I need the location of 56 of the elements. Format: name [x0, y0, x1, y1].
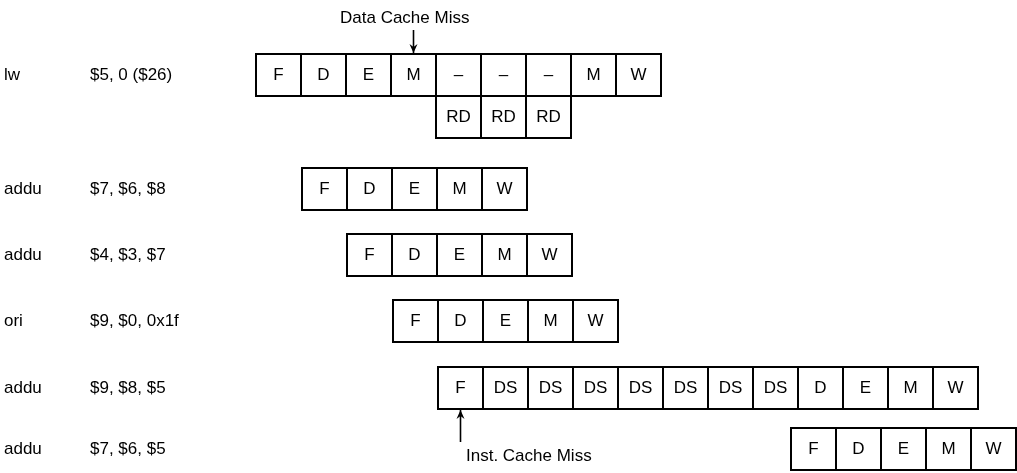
pipeline-stage-cell: M: [481, 233, 528, 277]
annotation-text: Inst. Cache Miss: [466, 444, 636, 468]
pipeline-stage-cell: DS: [572, 366, 619, 410]
instruction-operands: $7, $6, $8: [90, 180, 166, 197]
pipeline-stage-cell: W: [932, 366, 979, 410]
instruction-operands: $7, $6, $5: [90, 440, 166, 457]
pipeline-stage-cell: E: [391, 167, 438, 211]
pipeline-stage-cell: W: [572, 299, 619, 343]
pipeline-stage-cell: M: [436, 167, 483, 211]
pipeline-stage-cell: D: [437, 299, 484, 343]
pipeline-stage-cell: F: [437, 366, 484, 410]
instruction-operands: $5, 0 ($26): [90, 66, 173, 83]
pipeline-stage-cell: F: [790, 427, 837, 471]
pipeline-stage-cell: DS: [752, 366, 799, 410]
pipeline-stage-cell: DS: [482, 366, 529, 410]
pipeline-stage-cell: D: [346, 167, 393, 211]
pipeline-stage-cell: E: [345, 53, 392, 97]
pipeline-stage-cell: F: [255, 53, 302, 97]
instruction-mnemonic: addu: [4, 180, 42, 197]
pipeline-stage-cell: DS: [617, 366, 664, 410]
pipeline-stage-cell: F: [346, 233, 393, 277]
pipeline-stage-cell: W: [970, 427, 1017, 471]
instruction-mnemonic: addu: [4, 246, 42, 263]
pipeline-stage-cell: E: [842, 366, 889, 410]
arrow: [456, 409, 465, 443]
pipeline-stage-cell: D: [300, 53, 347, 97]
pipeline-stage-cell: E: [880, 427, 927, 471]
pipeline-stage-cell: E: [436, 233, 483, 277]
pipeline-stage-cell: M: [887, 366, 934, 410]
pipeline-stage-cell: M: [527, 299, 574, 343]
pipeline-stage-cell: D: [835, 427, 882, 471]
instruction-operands: $4, $3, $7: [90, 246, 166, 263]
pipeline-stage-cell: D: [391, 233, 438, 277]
pipeline-stage-cell: RD: [435, 95, 482, 139]
pipeline-stage-cell: RD: [525, 95, 572, 139]
instruction-operands: $9, $0, 0x1f: [90, 312, 179, 329]
pipeline-stage-cell: M: [390, 53, 437, 97]
arrow: [409, 29, 418, 54]
pipeline-stage-cell: F: [301, 167, 348, 211]
pipeline-stage-cell: DS: [707, 366, 754, 410]
pipeline-stage-cell: W: [481, 167, 528, 211]
pipeline-stage-cell: W: [526, 233, 573, 277]
pipeline-stage-cell: DS: [662, 366, 709, 410]
instruction-operands: $9, $8, $5: [90, 379, 166, 396]
pipeline-stage-cell: F: [392, 299, 439, 343]
instruction-mnemonic: lw: [4, 66, 21, 83]
pipeline-stage-cell: DS: [527, 366, 574, 410]
pipeline-stage-cell: E: [482, 299, 529, 343]
instruction-mnemonic: addu: [4, 379, 42, 396]
pipeline-stage-cell: D: [797, 366, 844, 410]
instruction-mnemonic: ori: [4, 312, 23, 329]
annotation-text: Data Cache Miss: [340, 6, 516, 30]
pipeline-stage-cell: W: [615, 53, 662, 97]
instruction-mnemonic: addu: [4, 440, 42, 457]
pipeline-stage-cell: M: [925, 427, 972, 471]
pipeline-stage-cell: M: [570, 53, 617, 97]
